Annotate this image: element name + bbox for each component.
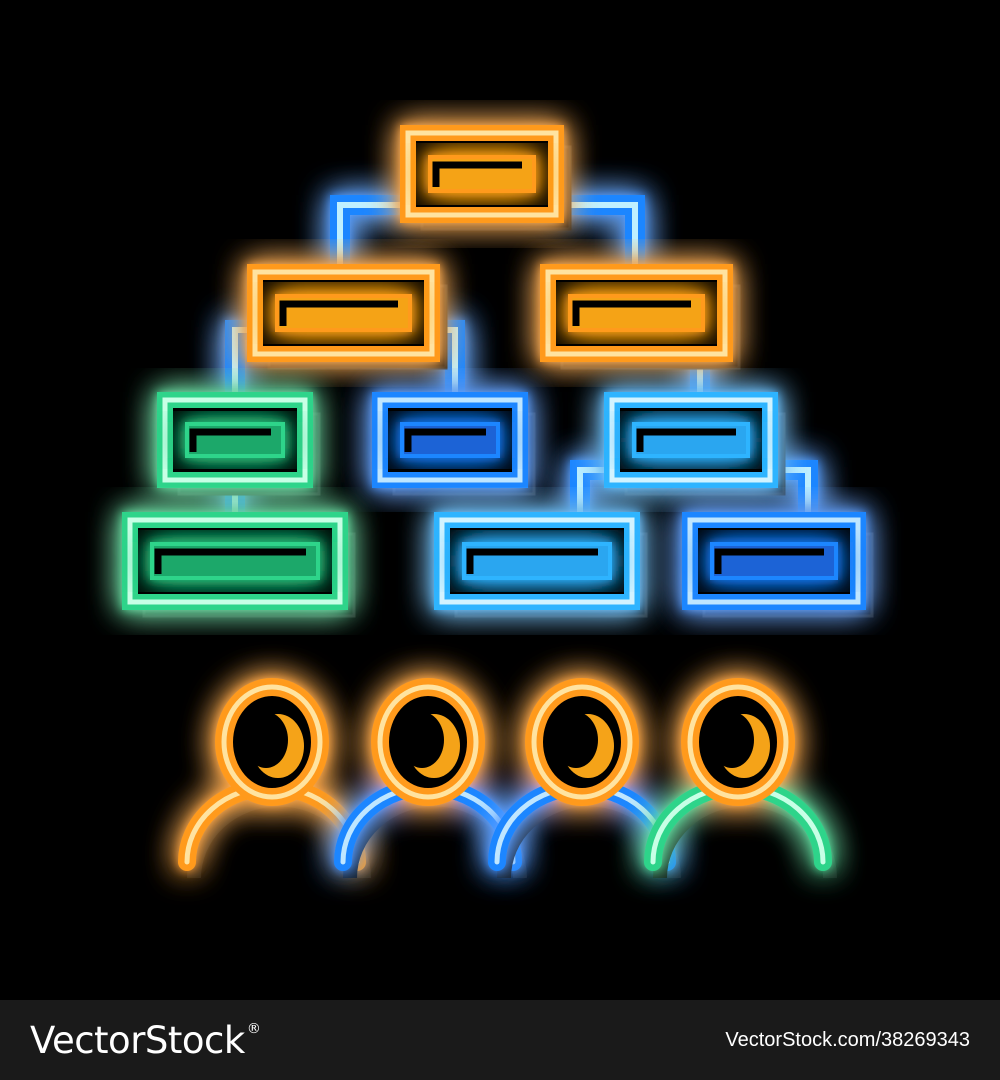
vectorstock-logo: VectorStock® [30,1018,261,1062]
level3-left-box [157,392,321,496]
org-chart-illustration [122,125,874,879]
level2-right-box [540,264,741,370]
logo-registered-mark: ® [246,1020,261,1037]
image-credit: VectorStock.com/38269343 [725,1029,970,1051]
top-node-box [400,125,572,231]
watermark-footer: VectorStock® VectorStock.com/38269343 [0,1000,1000,1080]
logo-text: VectorStock [30,1018,245,1062]
level4-right-box [682,512,874,618]
level3-middle-box [372,392,536,496]
level3-right-box [604,392,786,496]
person-4 [644,678,837,879]
level2-left-box [247,264,448,370]
level4-middle-box [434,512,648,618]
level4-left-box [122,512,356,618]
